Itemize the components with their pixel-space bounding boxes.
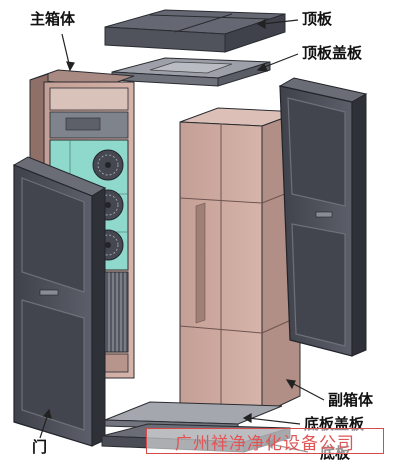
right-door bbox=[278, 77, 368, 357]
sub-box bbox=[179, 107, 301, 415]
label-top-panel-cover: 顶板盖板 bbox=[302, 44, 363, 62]
left-door bbox=[12, 156, 107, 447]
label-door: 门 bbox=[32, 438, 48, 456]
label-top-panel: 顶板 bbox=[302, 10, 333, 28]
label-sub-box: 副箱体 bbox=[328, 391, 374, 409]
company-watermark: 广州祥净净化设备公司 bbox=[146, 428, 384, 454]
label-bottom-panel-cover: 底板盖板 bbox=[304, 415, 365, 433]
fan-1 bbox=[92, 149, 124, 181]
label-main-box: 主箱体 bbox=[30, 10, 76, 28]
top-panel-cover bbox=[111, 57, 271, 87]
top-panel bbox=[104, 9, 286, 53]
